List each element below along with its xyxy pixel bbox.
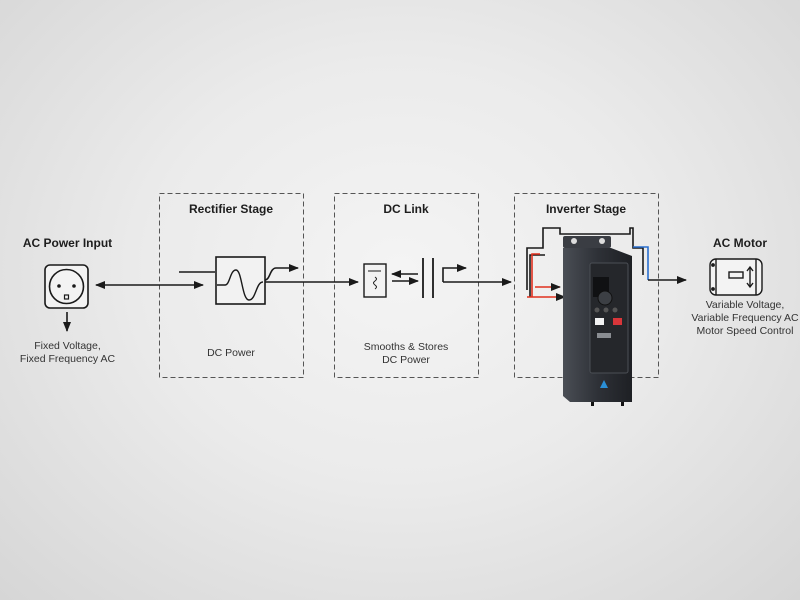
- ac-input-caption-line1: Fixed Voltage,: [34, 340, 101, 352]
- dc-link-caption-line2: DC Power: [382, 354, 430, 366]
- dc-link-capacitor-icon: [363, 258, 467, 298]
- dc-link-caption-line1: Smooths & Stores: [363, 341, 449, 353]
- ac-motor-caption: Variable Voltage, Variable Frequency AC …: [680, 299, 800, 338]
- ac-motor-title: AC Motor: [713, 236, 767, 250]
- ac-input-caption-line2: Fixed Frequency AC: [19, 353, 116, 365]
- ac-power-input-title: AC Power Input: [22, 236, 113, 250]
- ac-input-caption: Fixed Voltage, Fixed Frequency AC: [5, 340, 130, 366]
- ac-socket-icon: [44, 264, 89, 309]
- dc-link-title: DC Link: [383, 202, 429, 216]
- vfd-drive-image: [563, 236, 632, 406]
- rectifier-icon: [179, 256, 299, 305]
- ac-motor-caption-line1: Variable Voltage,: [705, 299, 785, 311]
- inverter-stage-title: Inverter Stage: [545, 202, 627, 216]
- ac-motor-caption-line3: Motor Speed Control: [696, 325, 794, 337]
- rectifier-caption: DC Power: [207, 347, 255, 359]
- ac-motor-caption-line2: Variable Frequency AC: [691, 312, 799, 324]
- rectifier-stage-title: Rectifier Stage: [188, 202, 274, 216]
- inverter-wiring: [526, 227, 649, 301]
- dc-link-caption: Smooths & Stores DC Power: [334, 341, 478, 367]
- dc-link-box: [334, 193, 479, 378]
- ac-motor-icon: [709, 258, 763, 296]
